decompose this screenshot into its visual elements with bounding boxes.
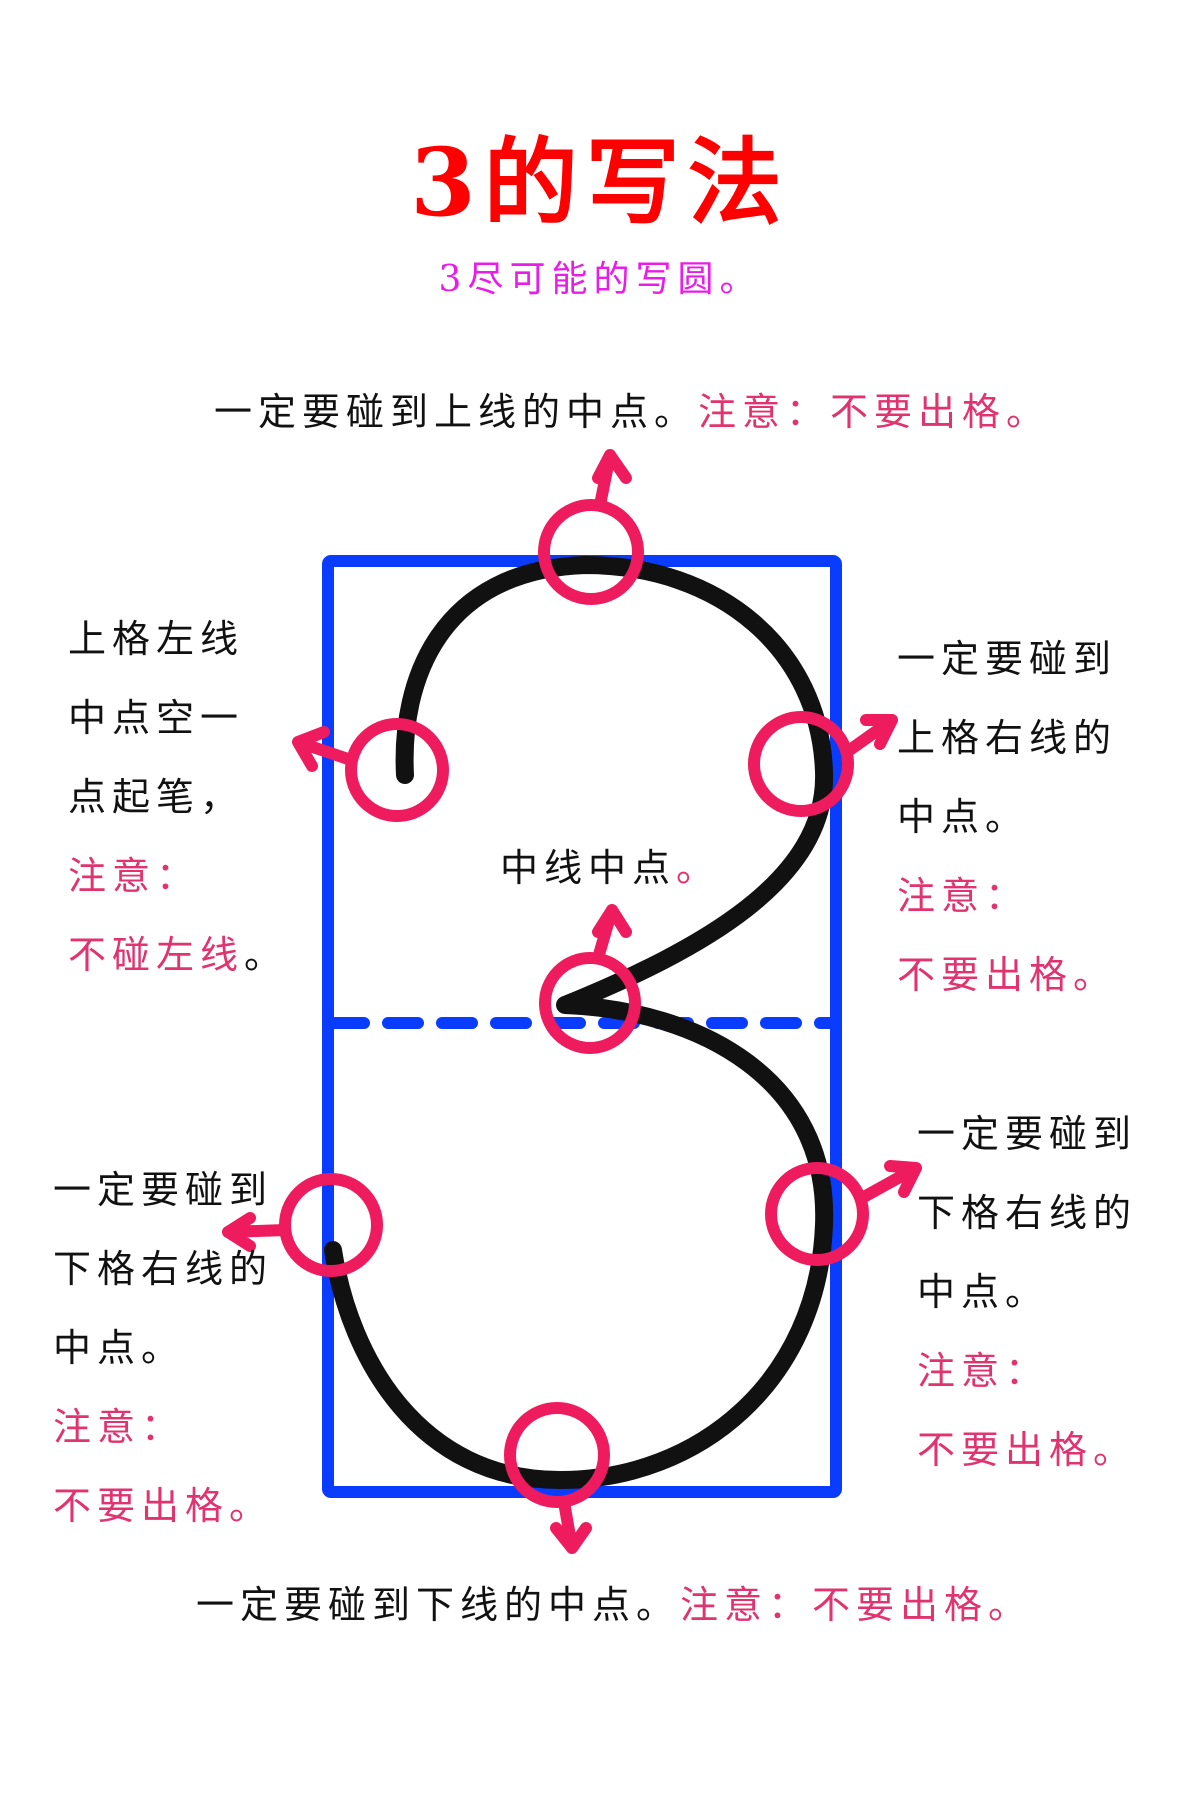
marker-midline-midpoint (539, 904, 641, 1054)
marker-bottom-midpoint (504, 1402, 610, 1554)
bottom-note: 一定要碰到下线的中点。注意：不要出格。 (196, 1583, 1032, 1627)
marker-start-point (292, 718, 449, 822)
middle-note-main: 中线中点 (500, 846, 677, 890)
note-line: 一定要碰到 (917, 1112, 1138, 1156)
note-line: 一定要碰到 (897, 637, 1118, 681)
marker-top-midpoint (538, 449, 644, 605)
digit-3-stroke (324, 556, 834, 1489)
left-upper-note: 上格左线 中点空一 点起笔， 注意： 不碰左线。 (68, 600, 288, 995)
note-warning-line: 注意： (917, 1349, 1050, 1393)
note-warning-line: 不要出格。 (917, 1428, 1138, 1472)
right-lower-note: 一定要碰到 下格右线的 中点。 注意： 不要出格。 (917, 1095, 1137, 1490)
top-note-warning: 注意：不要出格。 (698, 390, 1051, 434)
marker-upper-right-midpoint (748, 711, 898, 817)
marker-lower-right-midpoint (765, 1160, 922, 1266)
top-note-main: 一定要碰到上线的中点。 (214, 390, 699, 434)
note-warning-line: 注意： (68, 854, 201, 898)
note-line: 上格左线 (68, 617, 245, 661)
note-line: 下格右线的 (917, 1191, 1138, 1235)
note-line: 下格右线的 (53, 1247, 274, 1291)
note-line: 中点。 (53, 1326, 186, 1370)
note-line: 一定要碰到 (53, 1168, 274, 1212)
note-line: 中点。 (897, 795, 1030, 839)
note-end-punct: 。 (244, 933, 289, 977)
bottom-note-main: 一定要碰到下线的中点。 (196, 1583, 681, 1627)
top-note: 一定要碰到上线的中点。注意：不要出格。 (214, 390, 1050, 434)
note-warning-line: 不要出格。 (897, 953, 1118, 997)
marker-lower-left (222, 1173, 383, 1277)
note-line: 上格右线的 (897, 716, 1118, 760)
note-line: 中点。 (917, 1270, 1050, 1314)
left-lower-note: 一定要碰到 下格右线的 中点。 注意： 不要出格。 (53, 1151, 273, 1546)
middle-note-punct: 。 (676, 846, 721, 890)
note-line: 中点空一 (68, 696, 245, 740)
note-warning-text: 不碰左线 (68, 933, 245, 977)
note-warning-line: 注意： (53, 1405, 186, 1449)
note-warning-line: 注意： (897, 874, 1030, 918)
note-warning-line: 不要出格。 (53, 1484, 274, 1528)
note-line: 点起笔， (68, 775, 245, 819)
page-title: 3的写法 (410, 128, 790, 238)
middle-note: 中线中点。 (500, 846, 720, 890)
bottom-note-warning: 注意：不要出格。 (680, 1583, 1033, 1627)
right-upper-note: 一定要碰到 上格右线的 中点。 注意： 不要出格。 (897, 620, 1117, 1015)
subtitle: 3尽可能的写圆。 (438, 259, 762, 300)
note-warning-line-with-punct: 不碰左线。 (68, 916, 288, 995)
